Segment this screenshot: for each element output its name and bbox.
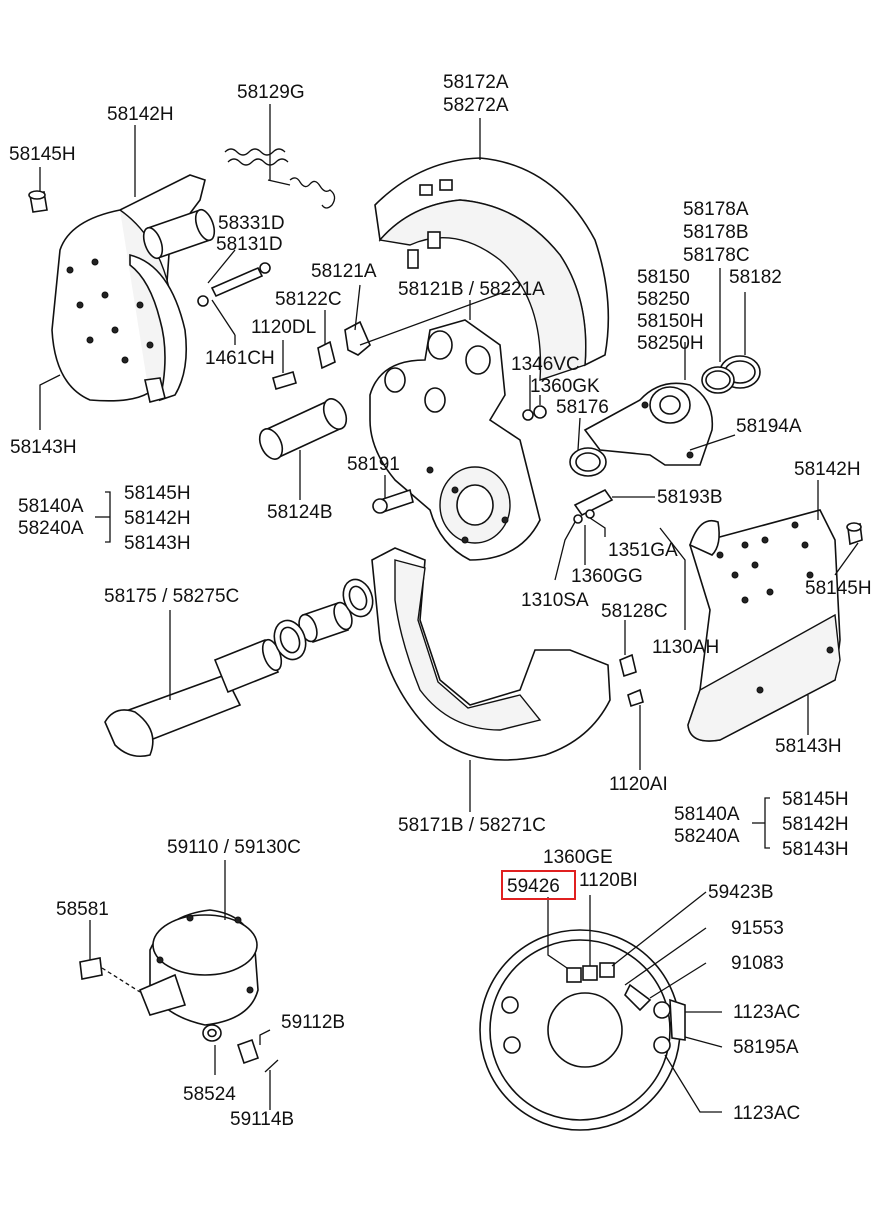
label-58145H-right[interactable]: 58145H: [805, 578, 872, 599]
label-1120DL[interactable]: 1120DL: [251, 317, 316, 338]
label-58194A[interactable]: 58194A: [736, 416, 802, 437]
label-1360GG[interactable]: 1360GG: [571, 566, 643, 587]
label-58143H-left[interactable]: 58143H: [10, 437, 77, 458]
label-1310SA[interactable]: 1310SA: [521, 590, 589, 611]
brake-shoe-right[interactable]: [687, 509, 841, 742]
label-58182[interactable]: 58182: [729, 267, 782, 288]
label-1123AC-1[interactable]: 1123AC: [733, 1002, 800, 1023]
label-91553[interactable]: 91553: [731, 918, 784, 939]
label-1130AH[interactable]: 1130AH: [652, 637, 719, 658]
label-58193B[interactable]: 58193B: [657, 487, 723, 508]
shoe-hold-pin-right[interactable]: [846, 522, 863, 546]
fitting-58128C[interactable]: [619, 653, 637, 678]
bolt-58581[interactable]: [79, 957, 141, 993]
wheel-cylinder[interactable]: [255, 395, 351, 462]
label-58178A[interactable]: 58178A: [683, 199, 749, 220]
label-59112B[interactable]: 59112B: [281, 1012, 345, 1033]
label-58175[interactable]: 58175 / 58275C: [104, 586, 239, 607]
nut-washer-1346VC[interactable]: [522, 405, 547, 421]
label-59423B[interactable]: 59423B: [708, 882, 774, 903]
brake-spider-bracket[interactable]: [369, 319, 541, 561]
shoe-hold-pin-left[interactable]: [28, 190, 48, 213]
label-58128C[interactable]: 58128C: [601, 601, 668, 622]
label-59110[interactable]: 59110 / 59130C: [167, 837, 301, 858]
label-59426[interactable]: 59426: [507, 876, 560, 897]
label-right-kit-code-2[interactable]: 58240A: [674, 826, 740, 847]
label-1120BI[interactable]: 1120BI: [579, 870, 638, 891]
label-58143H-right[interactable]: 58143H: [775, 736, 842, 757]
label-58129G[interactable]: 58129G: [237, 82, 305, 103]
brake-shoe-left[interactable]: [51, 174, 206, 403]
label-right-kit-item-3[interactable]: 58143H: [782, 839, 849, 860]
label-1123AC-2[interactable]: 1123AC: [733, 1103, 800, 1124]
clevis-59112B[interactable]: [236, 1038, 260, 1065]
bolt-1120AI[interactable]: [627, 688, 644, 708]
label-58171B[interactable]: 58171B / 58271C: [398, 815, 546, 836]
label-58142H-top[interactable]: 58142H: [107, 104, 174, 125]
label-left-kit-code-2[interactable]: 58240A: [18, 518, 84, 539]
label-left-kit-item-2[interactable]: 58142H: [124, 508, 191, 529]
label-58331D[interactable]: 58331D: [218, 213, 285, 234]
adjuster-clip[interactable]: [317, 340, 336, 370]
label-1346VC[interactable]: 1346VC: [511, 354, 580, 375]
label-58191[interactable]: 58191: [347, 454, 400, 475]
label-58176[interactable]: 58176: [556, 397, 609, 418]
cam-seal-right[interactable]: [338, 575, 377, 620]
label-58172A[interactable]: 58172A: [443, 72, 509, 93]
adjusting-pin[interactable]: [197, 262, 271, 307]
label-58250H[interactable]: 58250H: [637, 333, 704, 354]
label-58150[interactable]: 58150: [637, 267, 690, 288]
label-right-kit-item-2[interactable]: 58142H: [782, 814, 849, 835]
label-right-kit-item-1[interactable]: 58145H: [782, 789, 849, 810]
label-58150H[interactable]: 58150H: [637, 311, 704, 332]
seal-ring-58178[interactable]: [701, 366, 735, 394]
leader-lines: [39, 104, 859, 1113]
brake-chamber[interactable]: [138, 909, 259, 1026]
label-left-kit-item-1[interactable]: 58145H: [124, 483, 191, 504]
nut-58524[interactable]: [202, 1024, 222, 1042]
label-1461CH[interactable]: 1461CH: [205, 348, 275, 369]
label-58524[interactable]: 58524: [183, 1084, 236, 1105]
label-58272A[interactable]: 58272A: [443, 95, 509, 116]
label-1351GA[interactable]: 1351GA: [608, 540, 678, 561]
adjuster-housing[interactable]: [583, 382, 714, 466]
cotter-59114B[interactable]: [264, 1059, 279, 1073]
label-58121B[interactable]: 58121B / 58221A: [398, 279, 545, 300]
highlight-box-59426: [501, 870, 576, 900]
label-right-kit-code-1[interactable]: 58140A: [674, 804, 740, 825]
dust-cover-plate[interactable]: [479, 929, 686, 1131]
ring-58176[interactable]: [569, 447, 607, 477]
camshaft[interactable]: [104, 637, 285, 758]
label-58131D[interactable]: 58131D: [216, 234, 283, 255]
label-58250[interactable]: 58250: [637, 289, 690, 310]
label-58121A[interactable]: 58121A: [311, 261, 377, 282]
label-91083[interactable]: 91083: [731, 953, 784, 974]
label-1360GK[interactable]: 1360GK: [530, 376, 600, 397]
label-58122C[interactable]: 58122C: [275, 289, 342, 310]
cam-seal-left[interactable]: [269, 616, 311, 664]
label-58178C[interactable]: 58178C: [683, 245, 750, 266]
label-1120AI[interactable]: 1120AI: [609, 774, 668, 795]
adjuster-lever[interactable]: [344, 320, 371, 356]
label-58145H-top[interactable]: 58145H: [9, 144, 76, 165]
anchor-pin-sleeve[interactable]: [140, 207, 218, 261]
return-spring[interactable]: [224, 148, 336, 209]
label-58581[interactable]: 58581: [56, 899, 109, 920]
label-58195A[interactable]: 58195A: [733, 1037, 799, 1058]
part-labels: 58129G 58172A 58272A 58142H 58145H 58331…: [9, 72, 872, 1130]
label-1360GE[interactable]: 1360GE: [543, 847, 613, 868]
bolt-58191[interactable]: [372, 488, 414, 514]
label-59114B[interactable]: 59114B: [230, 1109, 294, 1130]
label-left-kit-code-1[interactable]: 58140A: [18, 496, 84, 517]
bolt-1120DL[interactable]: [272, 370, 297, 391]
label-58124B[interactable]: 58124B: [267, 502, 333, 523]
label-58178B[interactable]: 58178B: [683, 222, 749, 243]
dust-shield[interactable]: [371, 547, 611, 761]
linkage-58193B[interactable]: [573, 488, 614, 524]
label-58142H-right[interactable]: 58142H: [794, 459, 861, 480]
label-left-kit-item-3[interactable]: 58143H: [124, 533, 191, 554]
